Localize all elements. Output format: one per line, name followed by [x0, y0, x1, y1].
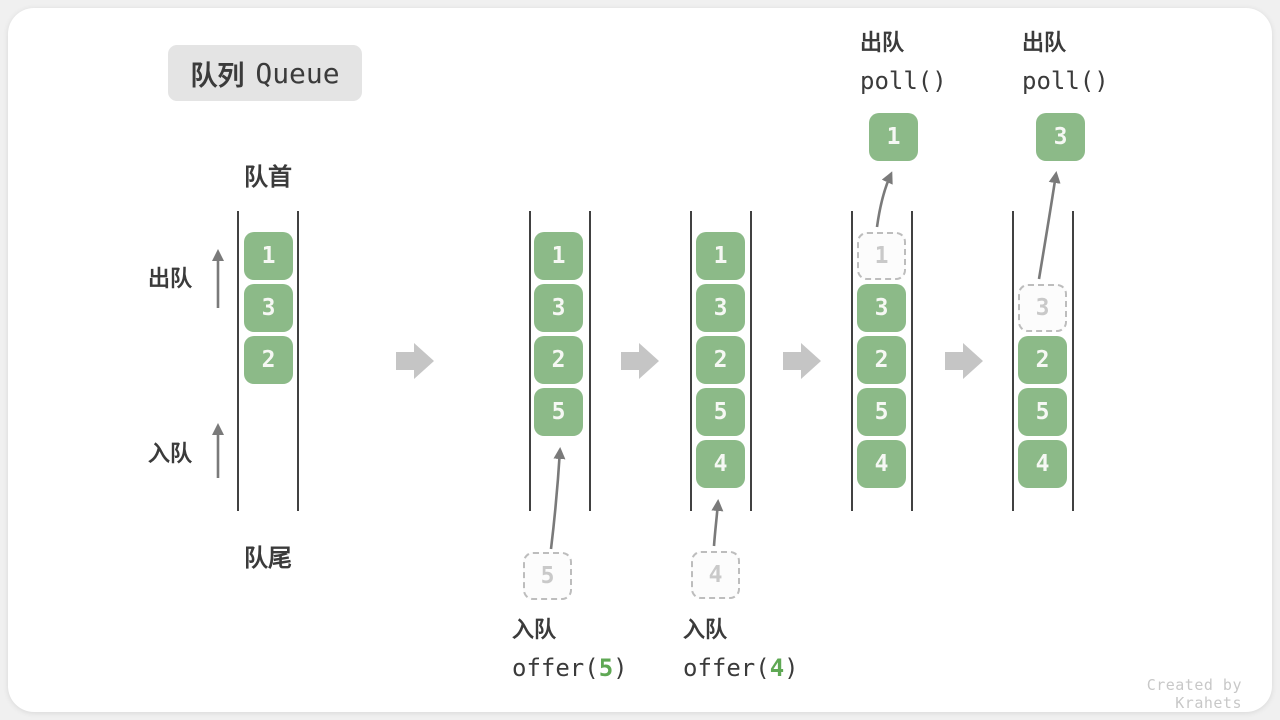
ghost-cell-enqueue-4: 4: [691, 551, 740, 599]
op-enqueue-5-code: offer(5): [512, 654, 628, 682]
queue-4-cell: 5: [857, 388, 906, 436]
op-enqueue-4-arg: 4: [769, 654, 785, 682]
ghost-cell-enqueue-5: 5: [523, 552, 572, 600]
queue-3-cell: 1: [696, 232, 745, 280]
queue-5-cell: 5: [1018, 388, 1067, 436]
label-queue-front: 队首: [244, 163, 292, 191]
queue-4-cell: 2: [857, 336, 906, 384]
label-enqueue-side: 入队: [147, 442, 192, 467]
queue-1-cell: 2: [244, 336, 293, 384]
queue-1-cell: 1: [244, 232, 293, 280]
label-dequeue-side: 出队: [147, 267, 192, 292]
polled-cell-3: 3: [1036, 113, 1085, 161]
queue-1-left-line: [237, 211, 239, 511]
op-dequeue-1-code: poll(): [860, 67, 947, 95]
queue-4-cell: 3: [857, 284, 906, 332]
title-en: Queue: [255, 56, 340, 90]
queue-3-cell: 4: [696, 440, 745, 488]
op-dequeue-1: 出队 poll(): [860, 30, 947, 96]
polled-cell-1: 1: [869, 113, 918, 161]
queue-2-cell: 2: [534, 336, 583, 384]
op-dequeue-2-label: 出队: [1022, 31, 1067, 56]
stage-arrow-icon: [621, 343, 659, 379]
queue-2-cell: 3: [534, 284, 583, 332]
queue-5-cell: 4: [1018, 440, 1067, 488]
op-dequeue-1-label: 出队: [860, 31, 905, 56]
op-dequeue-2-code: poll(): [1022, 67, 1109, 95]
queue-2-right-line: [589, 211, 591, 511]
ghost-cell-dequeued-3: 3: [1018, 284, 1067, 332]
queue-2-cell: 5: [534, 388, 583, 436]
stage-arrow-icon: [783, 343, 821, 379]
stage-arrow-icon: [945, 343, 983, 379]
op-enqueue-5: 入队 offer(5): [512, 617, 628, 683]
ghost-cell-dequeued-1: 1: [857, 232, 906, 280]
queue-5-cell: 2: [1018, 336, 1067, 384]
queue-3-cell: 2: [696, 336, 745, 384]
queue-4-cell: 4: [857, 440, 906, 488]
op-enqueue-4-label: 入队: [683, 618, 728, 643]
stage-arrow-icon: [396, 343, 434, 379]
title-zh: 队列: [190, 60, 245, 92]
queue-4-left-line: [851, 211, 853, 511]
queue-1-right-line: [297, 211, 299, 511]
queue-1-cell: 3: [244, 284, 293, 332]
queue-4-right-line: [911, 211, 913, 511]
watermark: Created by Krahets: [1146, 676, 1242, 712]
queue-5-left-line: [1012, 211, 1014, 511]
op-enqueue-4: 入队 offer(4): [683, 617, 799, 683]
queue-2-cell: 1: [534, 232, 583, 280]
queue-3-right-line: [750, 211, 752, 511]
title-badge: 队列 Queue: [168, 45, 362, 101]
label-queue-rear: 队尾: [244, 544, 292, 572]
op-enqueue-5-label: 入队: [512, 618, 557, 643]
op-enqueue-4-code: offer(4): [683, 654, 799, 682]
queue-5-right-line: [1072, 211, 1074, 511]
queue-3-cell: 5: [696, 388, 745, 436]
queue-2-left-line: [529, 211, 531, 511]
op-enqueue-5-arg: 5: [598, 654, 614, 682]
queue-3-cell: 3: [696, 284, 745, 332]
op-dequeue-2: 出队 poll(): [1022, 30, 1109, 96]
queue-3-left-line: [690, 211, 692, 511]
